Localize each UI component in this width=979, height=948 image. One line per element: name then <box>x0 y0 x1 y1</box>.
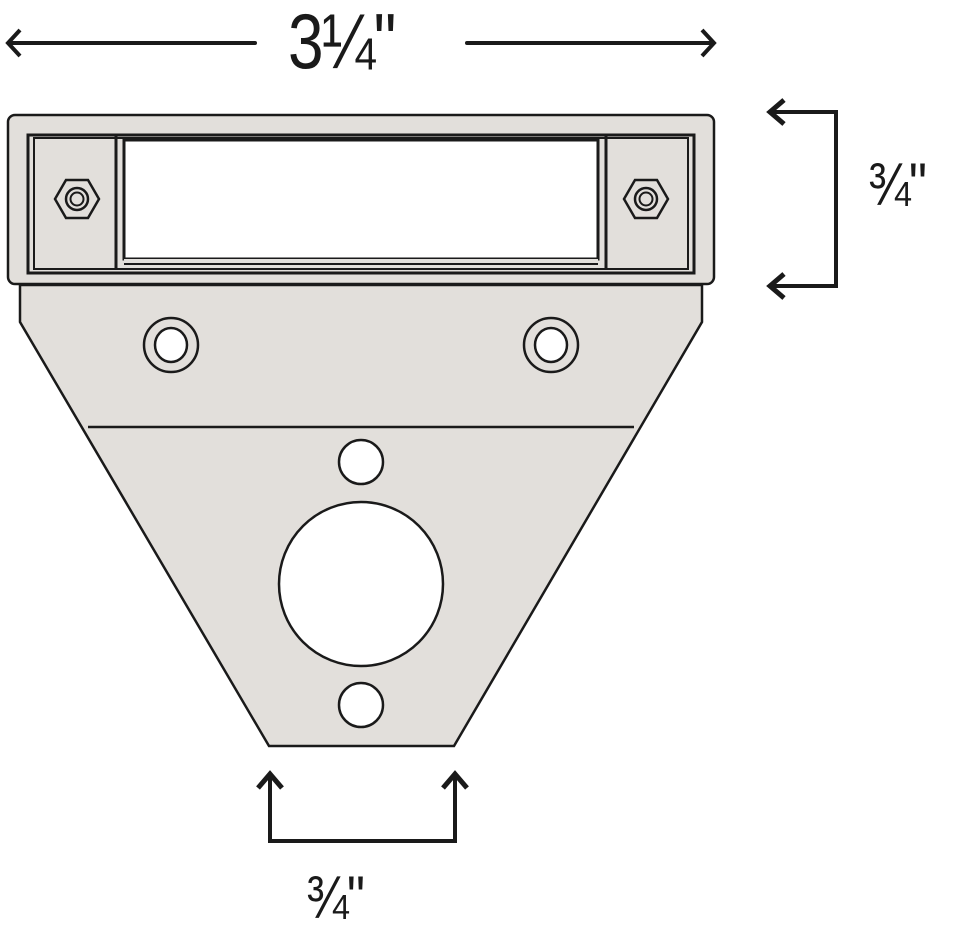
top-plate <box>6 113 716 286</box>
top-plate-height-dimension <box>766 98 838 300</box>
countersunk-hole-right <box>522 316 580 374</box>
top-plate-window <box>122 138 600 261</box>
top-plate-height-label: ¾" <box>868 151 927 218</box>
countersunk-hole-left <box>142 316 200 374</box>
bottom-edge-width-dimension <box>256 770 469 843</box>
bottom-edge-width-label: ¾" <box>306 864 365 931</box>
large-hole-center <box>277 500 445 668</box>
small-hole-bottom <box>337 681 385 729</box>
overall-width-label: 3¼" <box>288 0 396 85</box>
overall-width-dimension <box>5 28 717 58</box>
hex-nut-right-icon <box>622 178 670 220</box>
hex-nut-left-icon <box>53 178 101 220</box>
small-hole-top <box>337 438 385 486</box>
